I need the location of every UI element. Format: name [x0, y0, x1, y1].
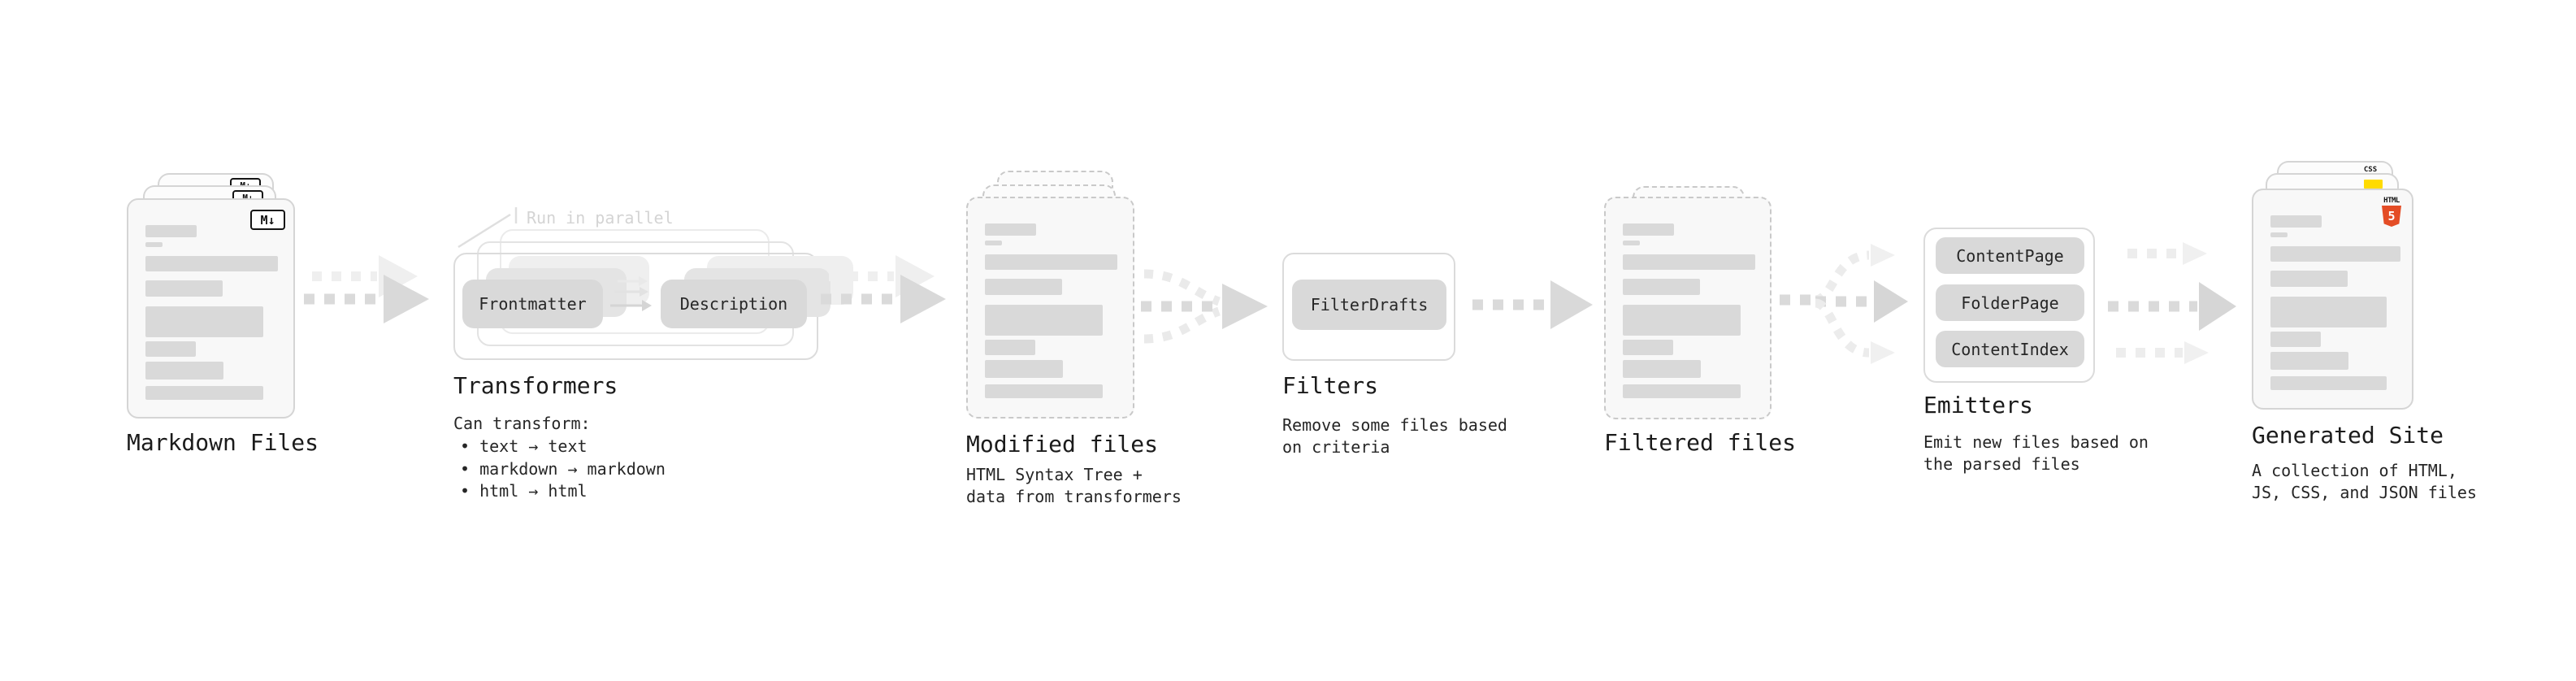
text-placeholder-bar: [985, 279, 1062, 295]
text-placeholder-bar: [985, 360, 1063, 378]
markdown-files-label: Markdown Files: [127, 429, 319, 456]
text-placeholder-bar: [145, 386, 263, 400]
html5-icon: HTML 5: [2381, 197, 2402, 227]
text-placeholder-bar: [145, 362, 223, 380]
text-placeholder-bar: [1623, 254, 1755, 270]
filters-title: Filters: [1282, 372, 1379, 399]
text-placeholder-bar: [2270, 297, 2387, 327]
text-placeholder-bar: [985, 241, 1002, 245]
emitters-title: Emitters: [1923, 392, 2033, 419]
parallel-mini-arrows-icon: [610, 276, 652, 311]
run-in-parallel-note: Run in parallel: [527, 208, 674, 228]
emitter-folderpage-pill: FolderPage: [1936, 284, 2084, 321]
flow-arrow-icon: [821, 255, 946, 323]
text-placeholder-bar: [1623, 279, 1700, 295]
flow-arrow-icon: [304, 255, 429, 323]
desc-line: JS, CSS, and JSON files: [2252, 483, 2477, 502]
text-placeholder-bar: [2270, 271, 2348, 287]
text-placeholder-bar: [145, 225, 197, 237]
transformers-desc-heading: Can transform:: [453, 414, 591, 433]
desc-line: A collection of HTML,: [2252, 461, 2457, 480]
converging-arrow-icon: [1141, 269, 1268, 344]
emitter-pill-label: FolderPage: [1961, 293, 2059, 313]
markdown-icon: M↓: [250, 210, 285, 230]
generated-site-label: Generated Site: [2252, 422, 2444, 449]
desc-line: on criteria: [1282, 437, 1390, 457]
desc-line: Remove some files based: [1282, 415, 1507, 435]
bullet-glyph: •: [460, 436, 471, 456]
modified-files-desc: HTML Syntax Tree + data from transformer…: [966, 464, 1182, 508]
text-placeholder-bar: [1623, 340, 1673, 355]
flow-arrow-icon: [1472, 280, 1593, 329]
transformers-bullet-list: • text → text • markdown → markdown • ht…: [460, 436, 666, 503]
transformers-title: Transformers: [453, 372, 618, 399]
text-placeholder-bar: [985, 254, 1117, 270]
bullet-line: • markdown → markdown: [460, 458, 666, 481]
text-placeholder-bar: [985, 340, 1035, 355]
note-connector-line: [458, 207, 518, 249]
text-placeholder-bar: [1623, 384, 1741, 398]
filtered-page-front: [1604, 197, 1772, 419]
transformer-description-pill: Description: [661, 280, 807, 328]
text-placeholder-bar: [2270, 352, 2348, 370]
text-placeholder-bar: [2270, 332, 2321, 347]
filter-pill-label: FilterDrafts: [1310, 295, 1429, 314]
text-placeholder-bar: [1623, 241, 1640, 245]
fanout-arrow-icon: [1780, 244, 1908, 364]
text-placeholder-bar: [145, 256, 278, 271]
text-placeholder-bar: [2270, 246, 2400, 262]
generated-page-front: HTML 5: [2252, 189, 2413, 410]
transformer-frontmatter-pill: Frontmatter: [462, 280, 603, 328]
bullet-line: • html → html: [460, 480, 666, 503]
transformer-pill-label: Description: [679, 294, 788, 314]
filtered-files-label: Filtered files: [1604, 429, 1797, 456]
text-placeholder-bar: [1623, 223, 1674, 236]
transformer-pill-label: Frontmatter: [479, 294, 587, 314]
text-placeholder-bar: [1623, 360, 1701, 378]
markdown-page-front: M↓: [127, 198, 295, 419]
filters-desc: Remove some files based on criteria: [1282, 414, 1507, 458]
text-placeholder-bar: [1623, 305, 1741, 336]
modified-files-label: Modified files: [966, 431, 1159, 458]
emitter-pill-label: ContentIndex: [1951, 339, 2069, 359]
text-placeholder-bar: [145, 242, 163, 247]
desc-line: data from transformers: [966, 487, 1182, 506]
emitter-contentpage-pill: ContentPage: [1936, 237, 2084, 274]
desc-line: Emit new files based on: [1923, 432, 2149, 452]
emitters-desc: Emit new files based on the parsed files: [1923, 432, 2149, 475]
text-placeholder-bar: [985, 384, 1103, 398]
text-placeholder-bar: [2270, 232, 2288, 237]
filterdrafts-pill: FilterDrafts: [1292, 280, 1446, 330]
emitter-pill-label: ContentPage: [1956, 245, 2064, 266]
bullet-text: markdown → markdown: [479, 458, 666, 479]
desc-line: HTML Syntax Tree +: [966, 465, 1143, 484]
text-placeholder-bar: [2270, 376, 2387, 390]
parallel-arrows-icon: [2108, 242, 2236, 364]
bullet-text: text → text: [479, 436, 588, 456]
text-placeholder-bar: [145, 306, 263, 337]
bullet-glyph: •: [460, 458, 471, 479]
text-placeholder-bar: [145, 280, 223, 297]
bullet-text: html → html: [479, 481, 588, 501]
bullet-glyph: •: [460, 481, 471, 501]
js-file-icon: [2364, 180, 2383, 189]
bullet-line: • text → text: [460, 436, 666, 458]
text-placeholder-bar: [985, 223, 1036, 236]
text-placeholder-bar: [2270, 215, 2322, 228]
text-placeholder-bar: [145, 341, 196, 357]
generated-site-desc: A collection of HTML, JS, CSS, and JSON …: [2252, 460, 2477, 504]
text-placeholder-bar: [985, 305, 1103, 336]
emitter-contentindex-pill: ContentIndex: [1936, 331, 2084, 367]
modified-page-front: [966, 197, 1134, 419]
desc-line: the parsed files: [1923, 454, 2080, 474]
